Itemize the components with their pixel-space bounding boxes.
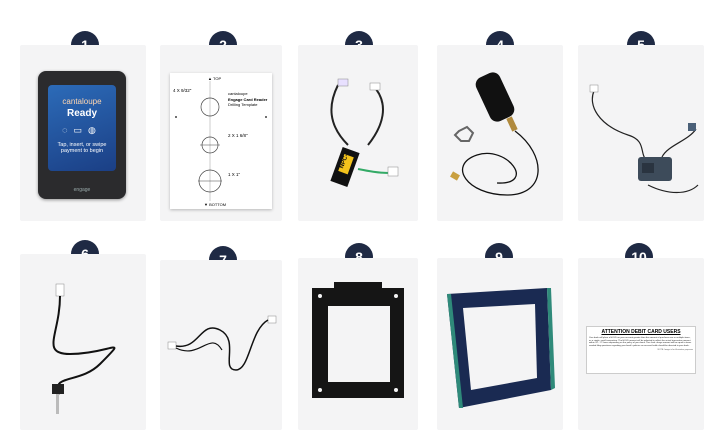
product-card-4 bbox=[437, 45, 563, 221]
connector-cable-image bbox=[167, 315, 277, 371]
antenna-image bbox=[450, 72, 539, 196]
notice-footer: NOTE: Image is for illustrative purposes bbox=[657, 348, 693, 351]
notice-title: ATTENTION DEBIT CARD USERS bbox=[601, 329, 681, 335]
product-card-8 bbox=[298, 258, 418, 430]
product-card-3: NPC-4 bbox=[298, 45, 418, 221]
payment-icons: ◌▭◍ bbox=[62, 125, 102, 135]
template-drill-marks bbox=[175, 81, 267, 201]
template-subtitle: Drilling Template bbox=[228, 102, 258, 107]
product-card-2: ▲ TOP cantaloupe Engage Card Reader Dril… bbox=[160, 45, 282, 221]
cable-harness-image bbox=[589, 84, 699, 194]
notice-label: ATTENTION DEBIT CARD USERS Your bank wil… bbox=[586, 326, 696, 374]
product-card-10: ATTENTION DEBIT CARD USERS Your bank wil… bbox=[578, 258, 704, 430]
prompt-line-1: Tap, insert, or swipe bbox=[57, 142, 107, 148]
template-title: Engage Card Reader bbox=[228, 97, 268, 102]
product-card-7 bbox=[160, 260, 282, 430]
mounting-bracket-image bbox=[312, 282, 404, 398]
bezel-image bbox=[447, 288, 555, 408]
product-card-9 bbox=[437, 258, 563, 430]
template-bottom-label: ▼ BOTTOM bbox=[204, 202, 227, 207]
battery-pack-image bbox=[330, 78, 399, 187]
card-reader-screen: cantaloupe Ready ◌▭◍ Tap, insert, or swi… bbox=[48, 85, 116, 171]
card-reader-device: cantaloupe Ready ◌▭◍ Tap, insert, or swi… bbox=[38, 71, 126, 199]
template-top-label: ▲ TOP bbox=[208, 76, 222, 81]
reader-base-label: engage bbox=[73, 187, 91, 193]
brand-logo: cantaloupe bbox=[62, 97, 102, 106]
template-dim-1: 4 X 9/32" bbox=[173, 88, 192, 93]
audio-cable-image bbox=[52, 283, 116, 414]
notice-body: Your bank will place a HOLD on your acco… bbox=[589, 337, 692, 348]
drilling-template-sheet: ▲ TOP cantaloupe Engage Card Reader Dril… bbox=[170, 73, 272, 209]
template-dim-3: 1 X 1" bbox=[228, 172, 241, 177]
product-card-1: cantaloupe Ready ◌▭◍ Tap, insert, or swi… bbox=[20, 45, 146, 221]
product-card-5 bbox=[578, 45, 704, 221]
ready-status: Ready bbox=[66, 108, 97, 119]
product-card-6 bbox=[20, 254, 146, 430]
prompt-line-2: payment to begin bbox=[60, 148, 104, 154]
template-brand: cantaloupe bbox=[228, 91, 248, 96]
template-dim-2: 2 X 1 6/8" bbox=[228, 133, 248, 138]
